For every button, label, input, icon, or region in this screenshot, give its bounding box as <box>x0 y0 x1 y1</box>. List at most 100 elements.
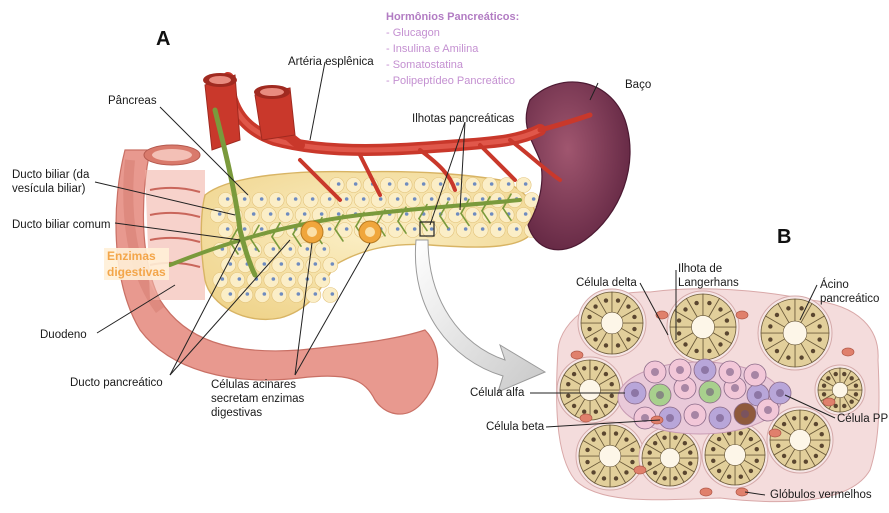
label-line: Células acinares <box>211 378 304 392</box>
acinar-nucleus <box>587 327 591 331</box>
pancreas-lobule <box>281 273 296 288</box>
label-line: pancreático <box>820 292 879 306</box>
pancreas-lobule <box>465 178 480 193</box>
pancreas-lobule <box>465 208 480 223</box>
acinar-nucleus <box>677 318 681 322</box>
acinar-nucleus <box>786 355 790 359</box>
islet-dot <box>481 197 485 201</box>
islet-cell-nucleus <box>701 366 709 374</box>
label-islet-of-langerhans: Ilhota de Langerhans <box>678 262 739 290</box>
pancreas-lobule <box>213 273 228 288</box>
acinar-nucleus <box>630 448 634 452</box>
pancreas-lobule <box>315 243 330 258</box>
acinar-nucleus <box>582 366 586 370</box>
panel-label-b: B <box>777 226 791 249</box>
islet-dot <box>272 277 276 281</box>
label-pancreas: Pâncreas <box>108 94 157 108</box>
islet-dot <box>269 212 273 216</box>
label-line: Enzimas <box>107 248 166 264</box>
acinar-nucleus <box>694 349 698 353</box>
islet-dot <box>238 277 242 281</box>
islet-cell-nucleus <box>631 389 639 397</box>
acinar-nucleus <box>814 454 818 458</box>
islet-dot <box>221 277 225 281</box>
islet-dot <box>362 197 366 201</box>
islet-dot <box>507 182 511 186</box>
pancreas-lobule <box>272 288 287 303</box>
acinar-nucleus <box>688 450 692 454</box>
acinar-nucleus <box>616 298 620 302</box>
islet-dot <box>289 247 293 251</box>
islet-dot <box>243 227 247 231</box>
red-blood-cell <box>634 466 646 474</box>
acinar-nucleus <box>786 306 790 310</box>
acinar-nucleus <box>630 460 634 464</box>
acinus-lumen <box>580 380 601 401</box>
islet-cell-nucleus <box>754 391 762 399</box>
pancreas-lobule <box>221 288 236 303</box>
islet-dot <box>243 197 247 201</box>
acinar-nucleus <box>811 313 815 317</box>
acinar-nucleus <box>854 384 858 388</box>
pancreas-lobule <box>354 193 369 208</box>
acinar-nucleus <box>632 315 636 319</box>
pancreas-lobule <box>289 288 304 303</box>
acinar-nucleus <box>826 376 830 380</box>
islet-cell-nucleus <box>741 410 749 418</box>
acinar-nucleus <box>626 304 630 308</box>
label-line: vesícula biliar) <box>12 182 89 196</box>
red-blood-cell <box>700 488 712 496</box>
pancreas-lobule <box>306 288 321 303</box>
islet-dot <box>331 262 335 266</box>
pancreas-lobule <box>264 273 279 288</box>
red-blood-cell <box>580 414 592 422</box>
islet-dot <box>252 212 256 216</box>
acinar-nucleus <box>624 470 628 474</box>
acinar-nucleus <box>854 392 858 396</box>
hormone-item: - Polipeptídeo Pancreático <box>386 73 519 89</box>
islet-dot <box>456 182 460 186</box>
islet-dot <box>396 227 400 231</box>
acinar-nucleus <box>662 476 666 480</box>
pancreas-lobule <box>269 193 284 208</box>
label-line: Langerhans <box>678 276 739 290</box>
acinar-nucleus <box>566 382 570 386</box>
acinar-nucleus <box>610 394 614 398</box>
islet-dot <box>314 292 318 296</box>
hormone-item: - Glucagon <box>386 25 519 41</box>
pancreas-lobule <box>278 208 293 223</box>
islet-dot <box>260 227 264 231</box>
acinar-nucleus <box>604 343 608 347</box>
acinar-nucleus <box>817 337 821 341</box>
islet-dot <box>229 262 233 266</box>
islet-dot <box>515 227 519 231</box>
islet-dot <box>447 197 451 201</box>
label-islets: Ilhotas pancreáticas <box>412 112 514 126</box>
label-pancreatic-duct: Ducto pancreático <box>70 376 163 390</box>
islet-dot <box>422 182 426 186</box>
pancreatic-acinus <box>576 422 644 490</box>
acinar-nucleus <box>749 469 753 473</box>
label-line: Ducto biliar (da <box>12 168 89 182</box>
pancreatic-acinus <box>639 427 701 489</box>
acinar-nucleus <box>694 301 698 305</box>
islet-dot <box>379 197 383 201</box>
pancreas-lobule <box>286 193 301 208</box>
acinar-nucleus <box>717 469 721 473</box>
acinar-nucleus <box>653 471 657 475</box>
pancreatic-acinus <box>815 365 865 415</box>
islet-cell-nucleus <box>751 371 759 379</box>
islet-dot <box>314 262 318 266</box>
acinus-lumen <box>660 448 680 468</box>
acinar-nucleus <box>683 342 687 346</box>
acinar-nucleus <box>811 349 815 353</box>
acinus-lumen <box>691 315 714 338</box>
acinar-nucleus <box>707 349 711 353</box>
acinar-nucleus <box>820 432 824 436</box>
acinar-nucleus <box>849 399 853 403</box>
acinar-nucleus <box>572 404 576 408</box>
acinar-nucleus <box>822 384 826 388</box>
acinar-nucleus <box>566 394 570 398</box>
acinar-nucleus <box>591 437 595 441</box>
hormone-item: - Insulina e Amilina <box>386 41 519 57</box>
